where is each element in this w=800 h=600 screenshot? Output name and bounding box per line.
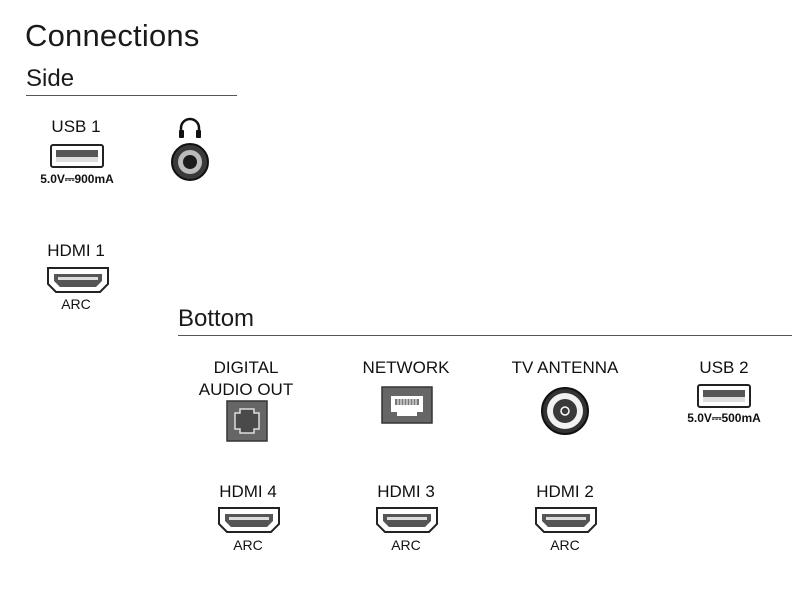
hdmi-port-icon	[47, 267, 109, 293]
headphone-jack	[171, 143, 209, 181]
hdmi-port-icon	[218, 507, 280, 533]
digital-audio-label-line1: DIGITAL	[213, 358, 279, 377]
network-label: NETWORK	[362, 358, 450, 377]
bottom-heading: Bottom	[178, 305, 255, 332]
hdmi-port-icon	[376, 507, 438, 533]
hdmi1-label: HDMI 1	[47, 241, 105, 260]
hdmi3-label: HDMI 3	[377, 482, 435, 501]
bottom-divider	[178, 335, 792, 336]
usb2-label: USB 2	[699, 358, 749, 377]
digital-audio-label-line2: AUDIO OUT	[198, 380, 294, 399]
hdmi-port-icon	[535, 507, 597, 533]
hdmi4-arc: ARC	[233, 537, 263, 553]
antenna-label: TV ANTENNA	[511, 358, 619, 377]
hdmi4-label: HDMI 4	[219, 482, 277, 501]
hdmi2-label: HDMI 2	[536, 482, 594, 501]
hdmi3-arc: ARC	[391, 537, 421, 553]
usb-port-icon	[50, 144, 104, 168]
antenna-port-icon	[541, 387, 589, 435]
side-divider	[26, 95, 237, 96]
optical-port-icon	[226, 400, 268, 442]
hdmi1-arc: ARC	[61, 296, 91, 312]
usb2-spec: 5.0V⎓500mA	[687, 411, 761, 425]
headphone-icon	[179, 117, 201, 138]
usb1-label: USB 1	[51, 117, 101, 136]
side-heading: Side	[26, 65, 75, 92]
usb1-spec: 5.0V⎓900mA	[40, 172, 114, 186]
usb-port-icon	[697, 384, 751, 408]
hdmi2-arc: ARC	[550, 537, 580, 553]
ethernet-port-icon	[381, 386, 433, 424]
page-title: Connections	[25, 18, 200, 53]
